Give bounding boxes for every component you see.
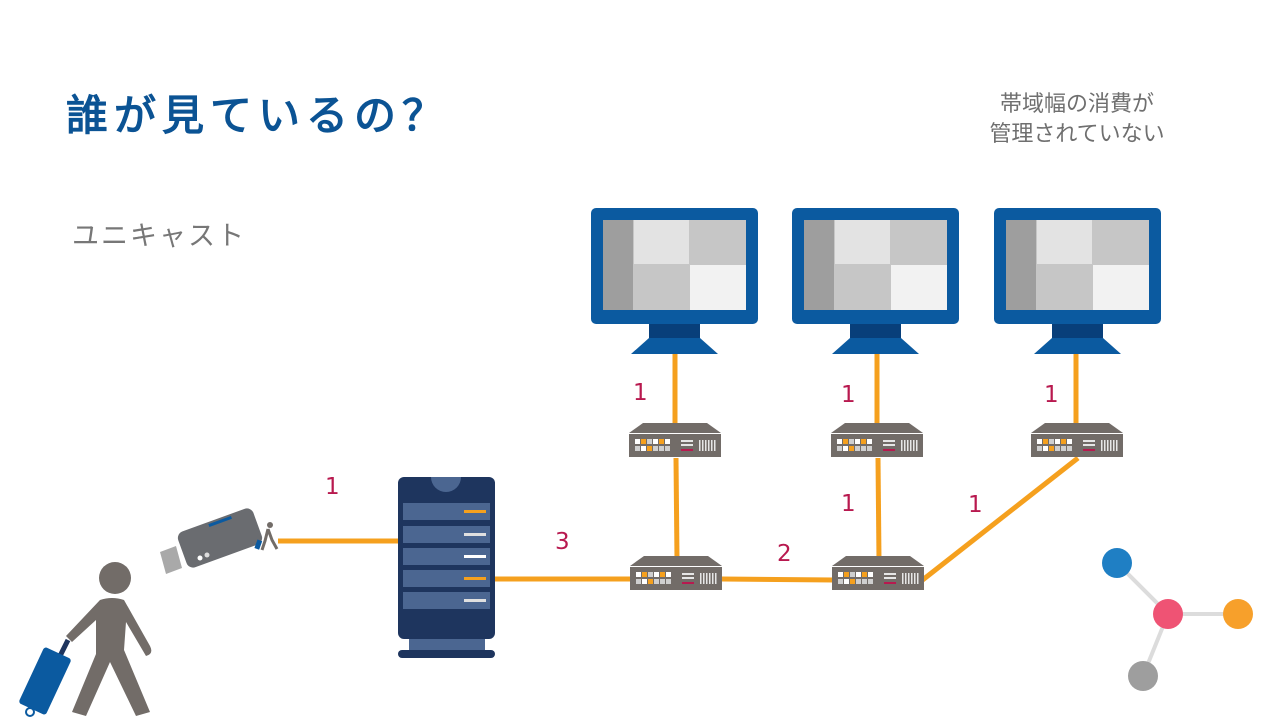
bandwidth-note-line1: 帯域幅の消費が: [999, 92, 1154, 117]
bandwidth-note: 帯域幅の消費が 管理されていない: [960, 90, 1194, 150]
link-core1-edge1: [673, 457, 680, 561]
switch-edge-3-icon: [1031, 423, 1123, 457]
switch-core-2-icon: [832, 556, 924, 590]
stream-count-camera-server: 1: [325, 474, 340, 500]
stream-count-core2-edge3: 1: [968, 492, 983, 518]
server-rack-icon: [398, 477, 495, 658]
link-core1-core2: [721, 576, 835, 583]
subtitle-unicast: ユニキャスト: [72, 221, 246, 252]
links: [278, 354, 1080, 584]
stream-count-core1-core2: 2: [777, 541, 792, 567]
switch-core-1-icon: [630, 556, 722, 590]
stream-count-edge3-monitor3: 1: [1044, 382, 1059, 408]
walking-person-with-suitcase-icon: [19, 562, 152, 717]
small-person-icon: [254, 522, 279, 551]
stream-count-edge1-monitor1: 1: [633, 380, 648, 406]
switch-edge-2-icon: [831, 423, 923, 457]
surveillance-camera-icon: [160, 508, 263, 574]
stream-count-server-core1: 3: [555, 529, 570, 555]
link-core2-edge2: [875, 457, 882, 561]
monitor-2-icon: [792, 208, 959, 354]
link-core2-edge3: [918, 456, 1080, 584]
monitor-3-icon: [994, 208, 1161, 354]
page-title: 誰が見ているの？: [66, 91, 451, 140]
network-nodes-icon: [1102, 548, 1253, 691]
monitor-1-icon: [591, 208, 758, 354]
stream-count-core2-edge2: 1: [841, 491, 856, 517]
stream-count-edge2-monitor2: 1: [841, 382, 856, 408]
bandwidth-note-line2: 管理されていない: [989, 122, 1165, 147]
switch-edge-1-icon: [629, 423, 721, 457]
